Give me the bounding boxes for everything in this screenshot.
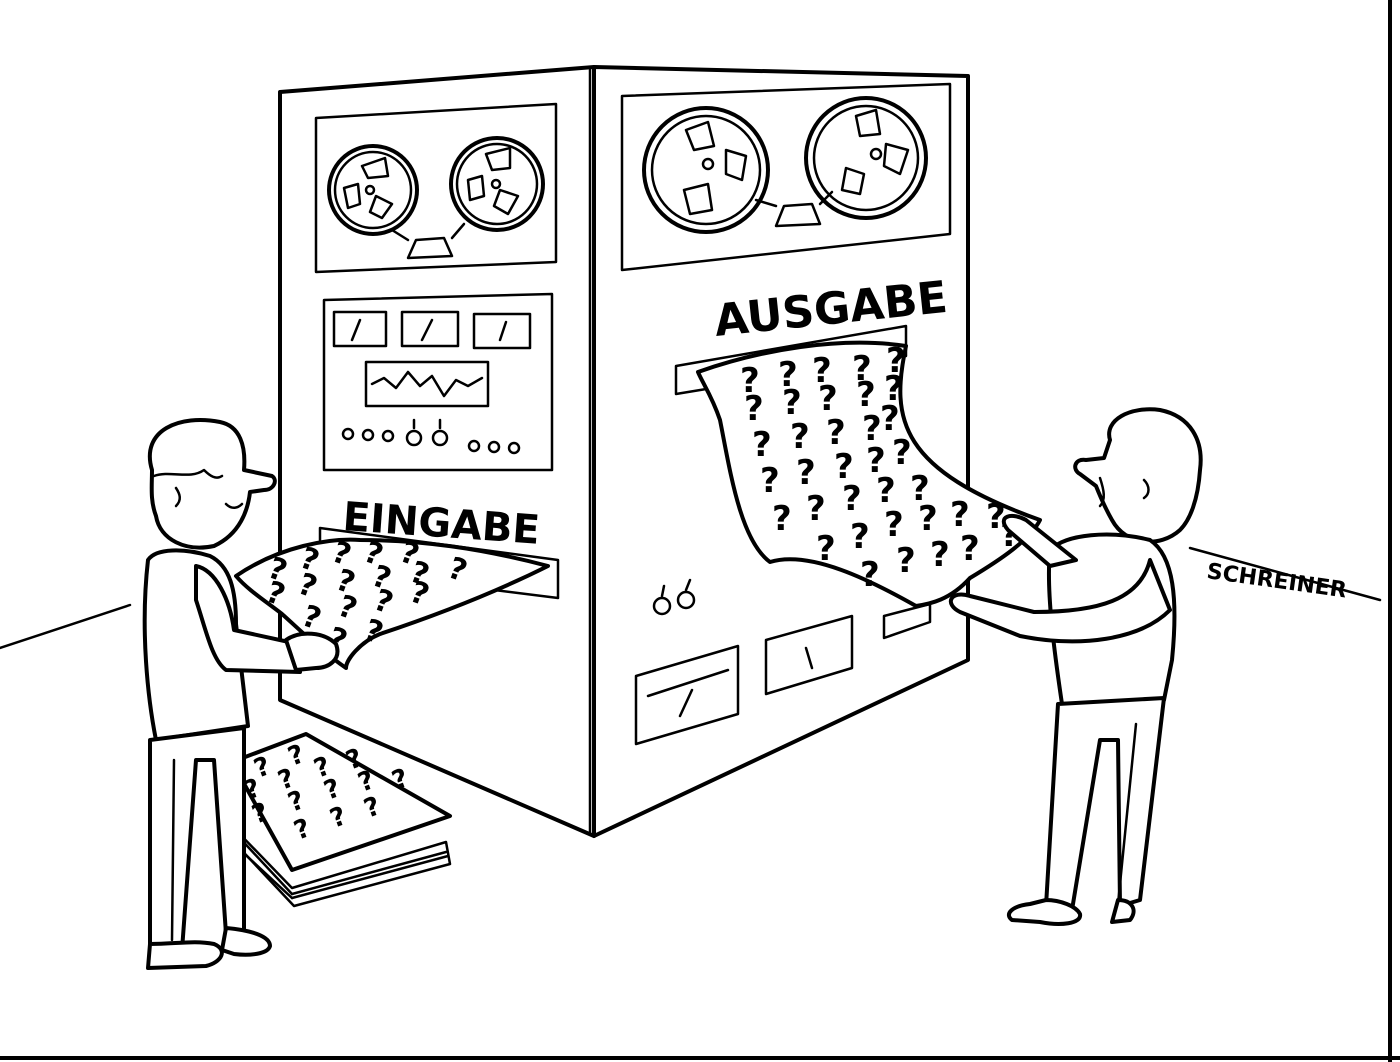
computer-left-face: [278, 65, 596, 838]
question-mark-glyph: ?: [860, 555, 880, 595]
question-mark-glyph: ?: [930, 535, 950, 575]
paper-stack: ??????????????: [230, 732, 452, 908]
gauge-icon: [472, 312, 532, 350]
question-mark-glyph: ?: [772, 499, 792, 539]
question-mark-glyph: ?: [986, 497, 1006, 537]
question-mark-glyph: ?: [910, 469, 930, 509]
floor-line-right: [1188, 546, 1382, 602]
question-mark-glyph: ?: [862, 409, 882, 449]
question-mark-glyph: ?: [960, 529, 980, 569]
question-mark-glyph: ?: [876, 471, 896, 511]
control-buttons: [341, 418, 521, 455]
question-mark-glyph: ?: [760, 461, 780, 501]
question-mark-glyph: ?: [818, 379, 838, 419]
floor-line-left: [0, 603, 132, 650]
question-mark-glyph: ?: [834, 447, 854, 487]
right-tape-panel: [620, 82, 952, 272]
question-mark-glyph: ?: [744, 389, 764, 429]
left-tape-panel: [314, 102, 558, 274]
right-person: [948, 407, 1203, 926]
question-mark-glyph: ?: [884, 369, 904, 409]
waveform-display-icon: [364, 360, 490, 408]
left-person: [142, 418, 340, 970]
question-mark-glyph: ?: [918, 499, 938, 539]
question-mark-glyph: ?: [866, 441, 886, 481]
question-mark-glyph: ?: [850, 517, 870, 557]
tape-reel-icon: [804, 96, 928, 220]
question-mark-glyph: ?: [806, 489, 826, 529]
question-mark-glyph: ?: [896, 541, 916, 581]
question-mark-glyph: ?: [778, 355, 798, 395]
gauge-icon: [764, 614, 854, 696]
question-mark-glyph: ?: [816, 529, 836, 569]
gauge-icon: [332, 310, 388, 348]
question-mark-glyph: ?: [886, 341, 906, 381]
question-mark-glyph: ?: [856, 375, 876, 415]
question-mark-glyph: ?: [892, 433, 912, 473]
tape-reel-icon: [327, 144, 419, 236]
question-mark-glyph: ?: [752, 425, 772, 465]
question-mark-glyph: ?: [842, 479, 862, 519]
question-mark-glyph: ?: [740, 361, 760, 401]
gauge-icon: [634, 644, 740, 746]
question-mark-glyph: ?: [852, 349, 872, 389]
question-mark-glyph: ?: [884, 505, 904, 545]
question-mark-glyph: ?: [782, 383, 802, 423]
artist-signature: SCHREINER: [1205, 559, 1348, 603]
gauge-icon: [400, 310, 460, 348]
question-mark-glyph: ?: [880, 399, 900, 439]
question-mark-glyph: ?: [790, 417, 810, 457]
instrument-panel: [322, 292, 554, 472]
tape-reel-icon: [449, 136, 545, 232]
question-mark-glyph: ?: [826, 413, 846, 453]
toggle-switches: [652, 578, 696, 616]
question-mark-glyph: ?: [812, 351, 832, 391]
question-mark-glyph: ?: [950, 495, 970, 535]
tape-reel-icon: [642, 106, 770, 234]
question-mark-glyph: ?: [796, 453, 816, 493]
